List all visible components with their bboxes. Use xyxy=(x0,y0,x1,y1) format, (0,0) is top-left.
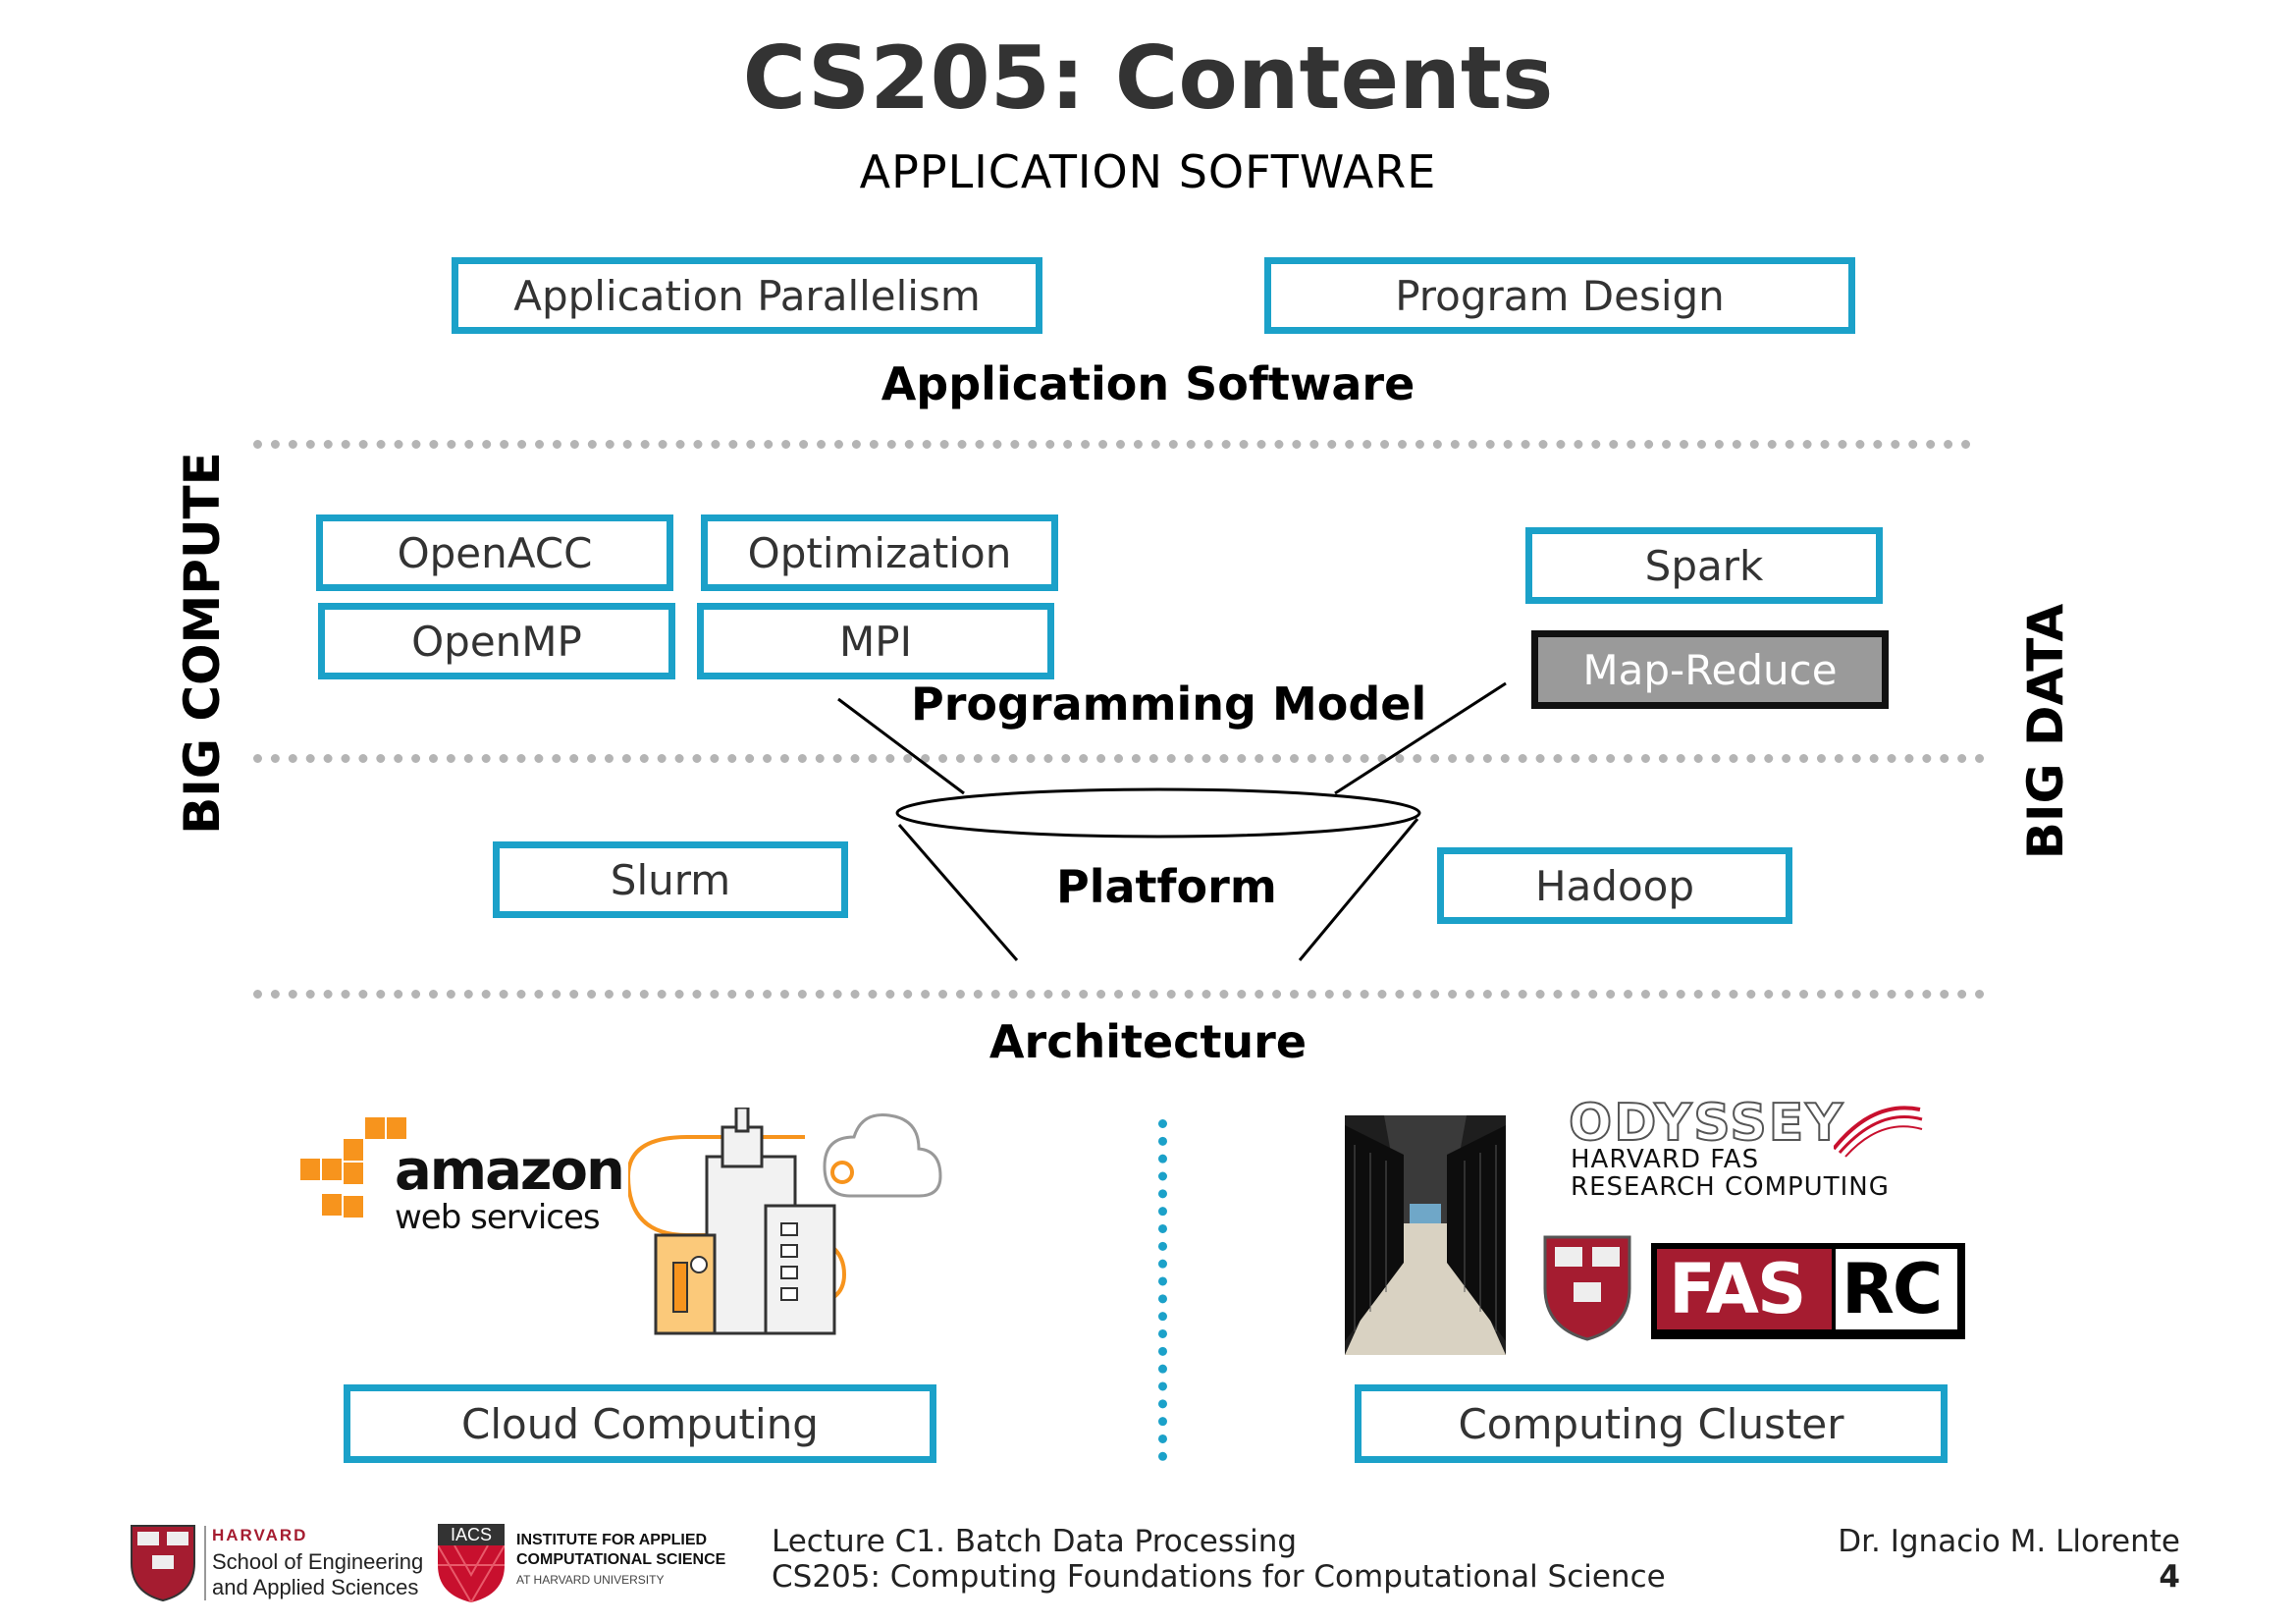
seas-divider xyxy=(204,1526,206,1600)
seas-shield-icon xyxy=(131,1525,195,1602)
seas-line2: and Applied Sciences xyxy=(212,1575,419,1599)
box-application-parallelism: Application Parallelism xyxy=(452,257,1042,334)
funnel-line-right-bottom xyxy=(1298,818,1419,961)
odyssey-text: ODYSSEY xyxy=(1568,1093,1844,1154)
iacs-shield-icon xyxy=(438,1545,505,1602)
harvard-shield-icon xyxy=(1543,1235,1631,1341)
vertical-divider xyxy=(1158,1119,1167,1461)
separator-middle xyxy=(253,754,1985,763)
slide-subtitle: APPLICATION SOFTWARE xyxy=(859,145,1437,198)
iacs-line3: AT HARVARD UNIVERSITY xyxy=(516,1573,665,1587)
box-program-design: Program Design xyxy=(1264,257,1855,334)
funnel-line-right-top xyxy=(1334,681,1507,795)
footer-author: Dr. Ignacio M. Llorente xyxy=(1838,1524,2180,1559)
fasrc-logo: FAS RC xyxy=(1651,1243,1965,1339)
box-spark: Spark xyxy=(1525,527,1883,604)
funnel-line-left-top xyxy=(837,697,965,795)
harvard-fas-text: HARVARD FAS xyxy=(1571,1145,1760,1174)
footer-course: CS205: Computing Foundations for Computa… xyxy=(772,1559,1666,1595)
box-hadoop: Hadoop xyxy=(1437,847,1792,924)
funnel-line-left-bottom xyxy=(897,824,1019,961)
box-map-reduce: Map-Reduce xyxy=(1531,630,1889,709)
rc-text: RC xyxy=(1842,1249,1943,1329)
iacs-badge: IACS xyxy=(438,1524,505,1545)
funnel-ellipse xyxy=(895,787,1421,839)
city-cloud-icon xyxy=(628,1108,942,1335)
layer-application-software: Application Software xyxy=(881,357,1415,410)
box-openacc: OpenACC xyxy=(316,514,673,591)
seas-line1: School of Engineering xyxy=(212,1549,424,1574)
aws-amazon-text: amazon xyxy=(395,1139,625,1203)
server-room-photo xyxy=(1345,1115,1506,1355)
box-cloud-computing: Cloud Computing xyxy=(344,1384,936,1463)
research-computing-text: RESEARCH COMPUTING xyxy=(1571,1172,1890,1202)
footer-lecture: Lecture C1. Batch Data Processing xyxy=(772,1524,1298,1559)
box-slurm: Slurm xyxy=(493,841,848,918)
odyssey-swoosh-icon xyxy=(1834,1106,1923,1158)
box-openmp: OpenMP xyxy=(318,603,675,679)
iacs-line1: INSTITUTE FOR APPLIED xyxy=(516,1532,708,1548)
iacs-logo: IACS xyxy=(438,1524,505,1602)
slide-title: CS205: Contents xyxy=(742,27,1554,129)
seas-harvard-text: HARVARD xyxy=(212,1526,308,1544)
odyssey-logo: ODYSSEY HARVARD FAS RESEARCH COMPUTING xyxy=(1568,1093,1942,1202)
footer-page-number: 4 xyxy=(2159,1559,2180,1595)
layer-programming-model: Programming Model xyxy=(911,677,1427,731)
box-optimization: Optimization xyxy=(701,514,1058,591)
fas-text: FAS xyxy=(1669,1249,1806,1329)
separator-top xyxy=(253,440,1971,449)
aws-webservices-text: web services xyxy=(395,1198,601,1237)
layer-platform: Platform xyxy=(1056,860,1277,913)
separator-bottom xyxy=(253,990,1985,999)
box-mpi: MPI xyxy=(697,603,1054,679)
box-computing-cluster: Computing Cluster xyxy=(1355,1384,1948,1463)
iacs-line2: COMPUTATIONAL SCIENCE xyxy=(516,1551,726,1568)
aws-cubes-icon xyxy=(300,1117,406,1218)
aws-logo: amazon web services xyxy=(300,1117,625,1237)
layer-architecture: Architecture xyxy=(988,1015,1308,1068)
